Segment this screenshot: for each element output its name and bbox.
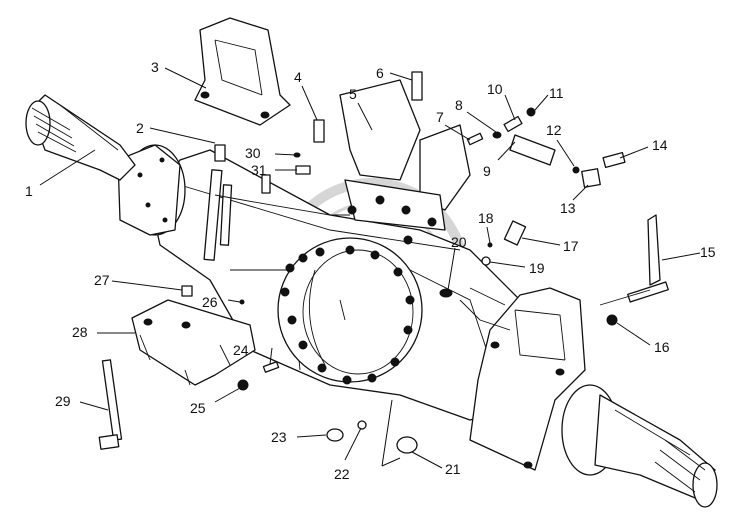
callout-29: 29 bbox=[55, 393, 71, 409]
flange-bolts bbox=[280, 245, 415, 385]
callout-18: 18 bbox=[478, 210, 494, 226]
callout-20: 20 bbox=[451, 234, 467, 250]
callout-13: 13 bbox=[560, 200, 576, 216]
callout-9: 9 bbox=[483, 163, 491, 179]
callout-6: 6 bbox=[376, 65, 384, 81]
callout-4: 4 bbox=[294, 69, 302, 85]
loose-parts bbox=[181, 71, 626, 454]
callout-22: 22 bbox=[334, 466, 350, 482]
callout-21: 21 bbox=[445, 461, 461, 477]
callout-15: 15 bbox=[700, 244, 716, 260]
left-hub bbox=[117, 144, 186, 236]
callout-24: 24 bbox=[233, 342, 249, 358]
left-spring-seat bbox=[194, 17, 291, 126]
callout-23: 23 bbox=[271, 429, 287, 445]
callout-26: 26 bbox=[202, 294, 218, 310]
left-spindle bbox=[25, 94, 136, 181]
callout-27: 27 bbox=[94, 272, 110, 288]
leader-lines bbox=[39, 67, 701, 469]
callout-8: 8 bbox=[455, 97, 463, 113]
callout-25: 25 bbox=[190, 400, 206, 416]
callout-12: 12 bbox=[546, 122, 562, 138]
clamp-plate bbox=[131, 299, 256, 386]
callout-5: 5 bbox=[349, 86, 357, 102]
callout-30: 30 bbox=[245, 145, 261, 161]
callout-11: 11 bbox=[549, 85, 564, 101]
brake-bracket bbox=[339, 79, 471, 245]
callout-10: 10 bbox=[487, 81, 503, 97]
axle-housing bbox=[149, 149, 561, 421]
callout-2: 2 bbox=[136, 120, 144, 136]
callout-28: 28 bbox=[72, 324, 88, 340]
callout-19: 19 bbox=[529, 260, 545, 276]
callout-7: 7 bbox=[436, 109, 444, 125]
callout-16: 16 bbox=[654, 339, 670, 355]
brake-lever bbox=[599, 214, 669, 306]
right-spring-seat bbox=[469, 287, 586, 471]
callout-17: 17 bbox=[563, 238, 579, 254]
callout-1: 1 bbox=[25, 183, 33, 199]
brake-lines bbox=[214, 194, 511, 331]
callout-3: 3 bbox=[151, 59, 159, 75]
callout-31: 31 bbox=[251, 162, 267, 178]
callout-labels: 1 2 3 4 5 6 7 8 9 10 11 12 13 14 15 16 1… bbox=[25, 59, 716, 482]
studs bbox=[203, 144, 271, 261]
long-bolt bbox=[98, 359, 123, 450]
right-spindle bbox=[561, 384, 718, 508]
callout-14: 14 bbox=[652, 137, 668, 153]
